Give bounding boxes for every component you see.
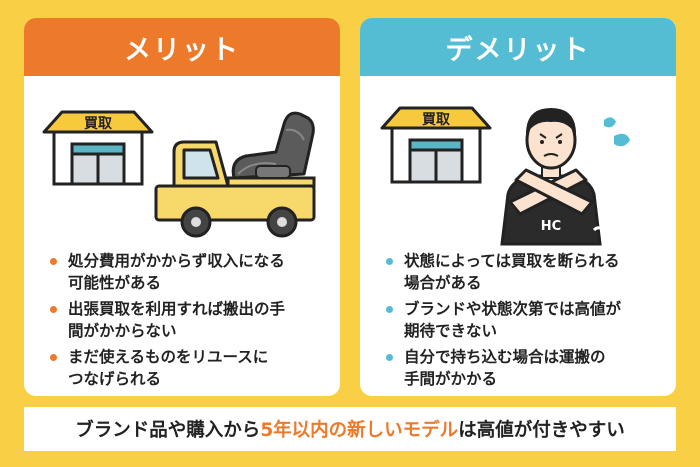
person-crossing-arms-icon [500, 108, 613, 246]
merit-illustration: 買取 [42, 110, 316, 238]
demerit-illustration: 買取 HC [380, 106, 630, 246]
merit-card: メリット 買取 処分費用 [24, 18, 340, 396]
footer-highlight: 5年以内の新しいモデル [260, 420, 459, 441]
list-item: 自分で持ち込む場合は運搬の 手間がかかる [382, 346, 666, 390]
massage-chair-icon [231, 111, 315, 180]
demerit-points-list: 状態によっては買取を断られる 場合がある ブランドや状態次第では高値が 期待でき… [382, 250, 666, 394]
footer-text-before: ブランド品や購入から [75, 420, 261, 441]
sweat-drops-icon [604, 117, 630, 147]
merit-points-list: 処分費用がかからず収入になる 可能性がある 出張買取を利用すれば搬出の手 間がか… [46, 250, 330, 394]
list-item: 状態によっては買取を断られる 場合がある [382, 250, 666, 294]
footer-text-after: は高値が付きやすい [458, 420, 625, 441]
truck-icon [154, 140, 316, 238]
list-item: 処分費用がかからず収入になる 可能性がある [46, 250, 330, 294]
list-item: 出張買取を利用すれば搬出の手 間がかからない [46, 298, 330, 342]
demerit-card: デメリット 買取 HC [360, 18, 676, 396]
demerit-title: デメリット [360, 18, 676, 76]
list-item: ブランドや状態次第では高値が 期待できない [382, 298, 666, 342]
demerit-shop-sign: 買取 [422, 112, 451, 128]
shop-icon [42, 110, 154, 186]
list-item: まだ使えるものをリユースに つなげられる [46, 346, 330, 390]
merit-shop-sign: 買取 [84, 116, 113, 132]
merit-title: メリット [24, 18, 340, 76]
shirt-logo: HC [541, 219, 561, 234]
shop-icon [380, 106, 492, 184]
